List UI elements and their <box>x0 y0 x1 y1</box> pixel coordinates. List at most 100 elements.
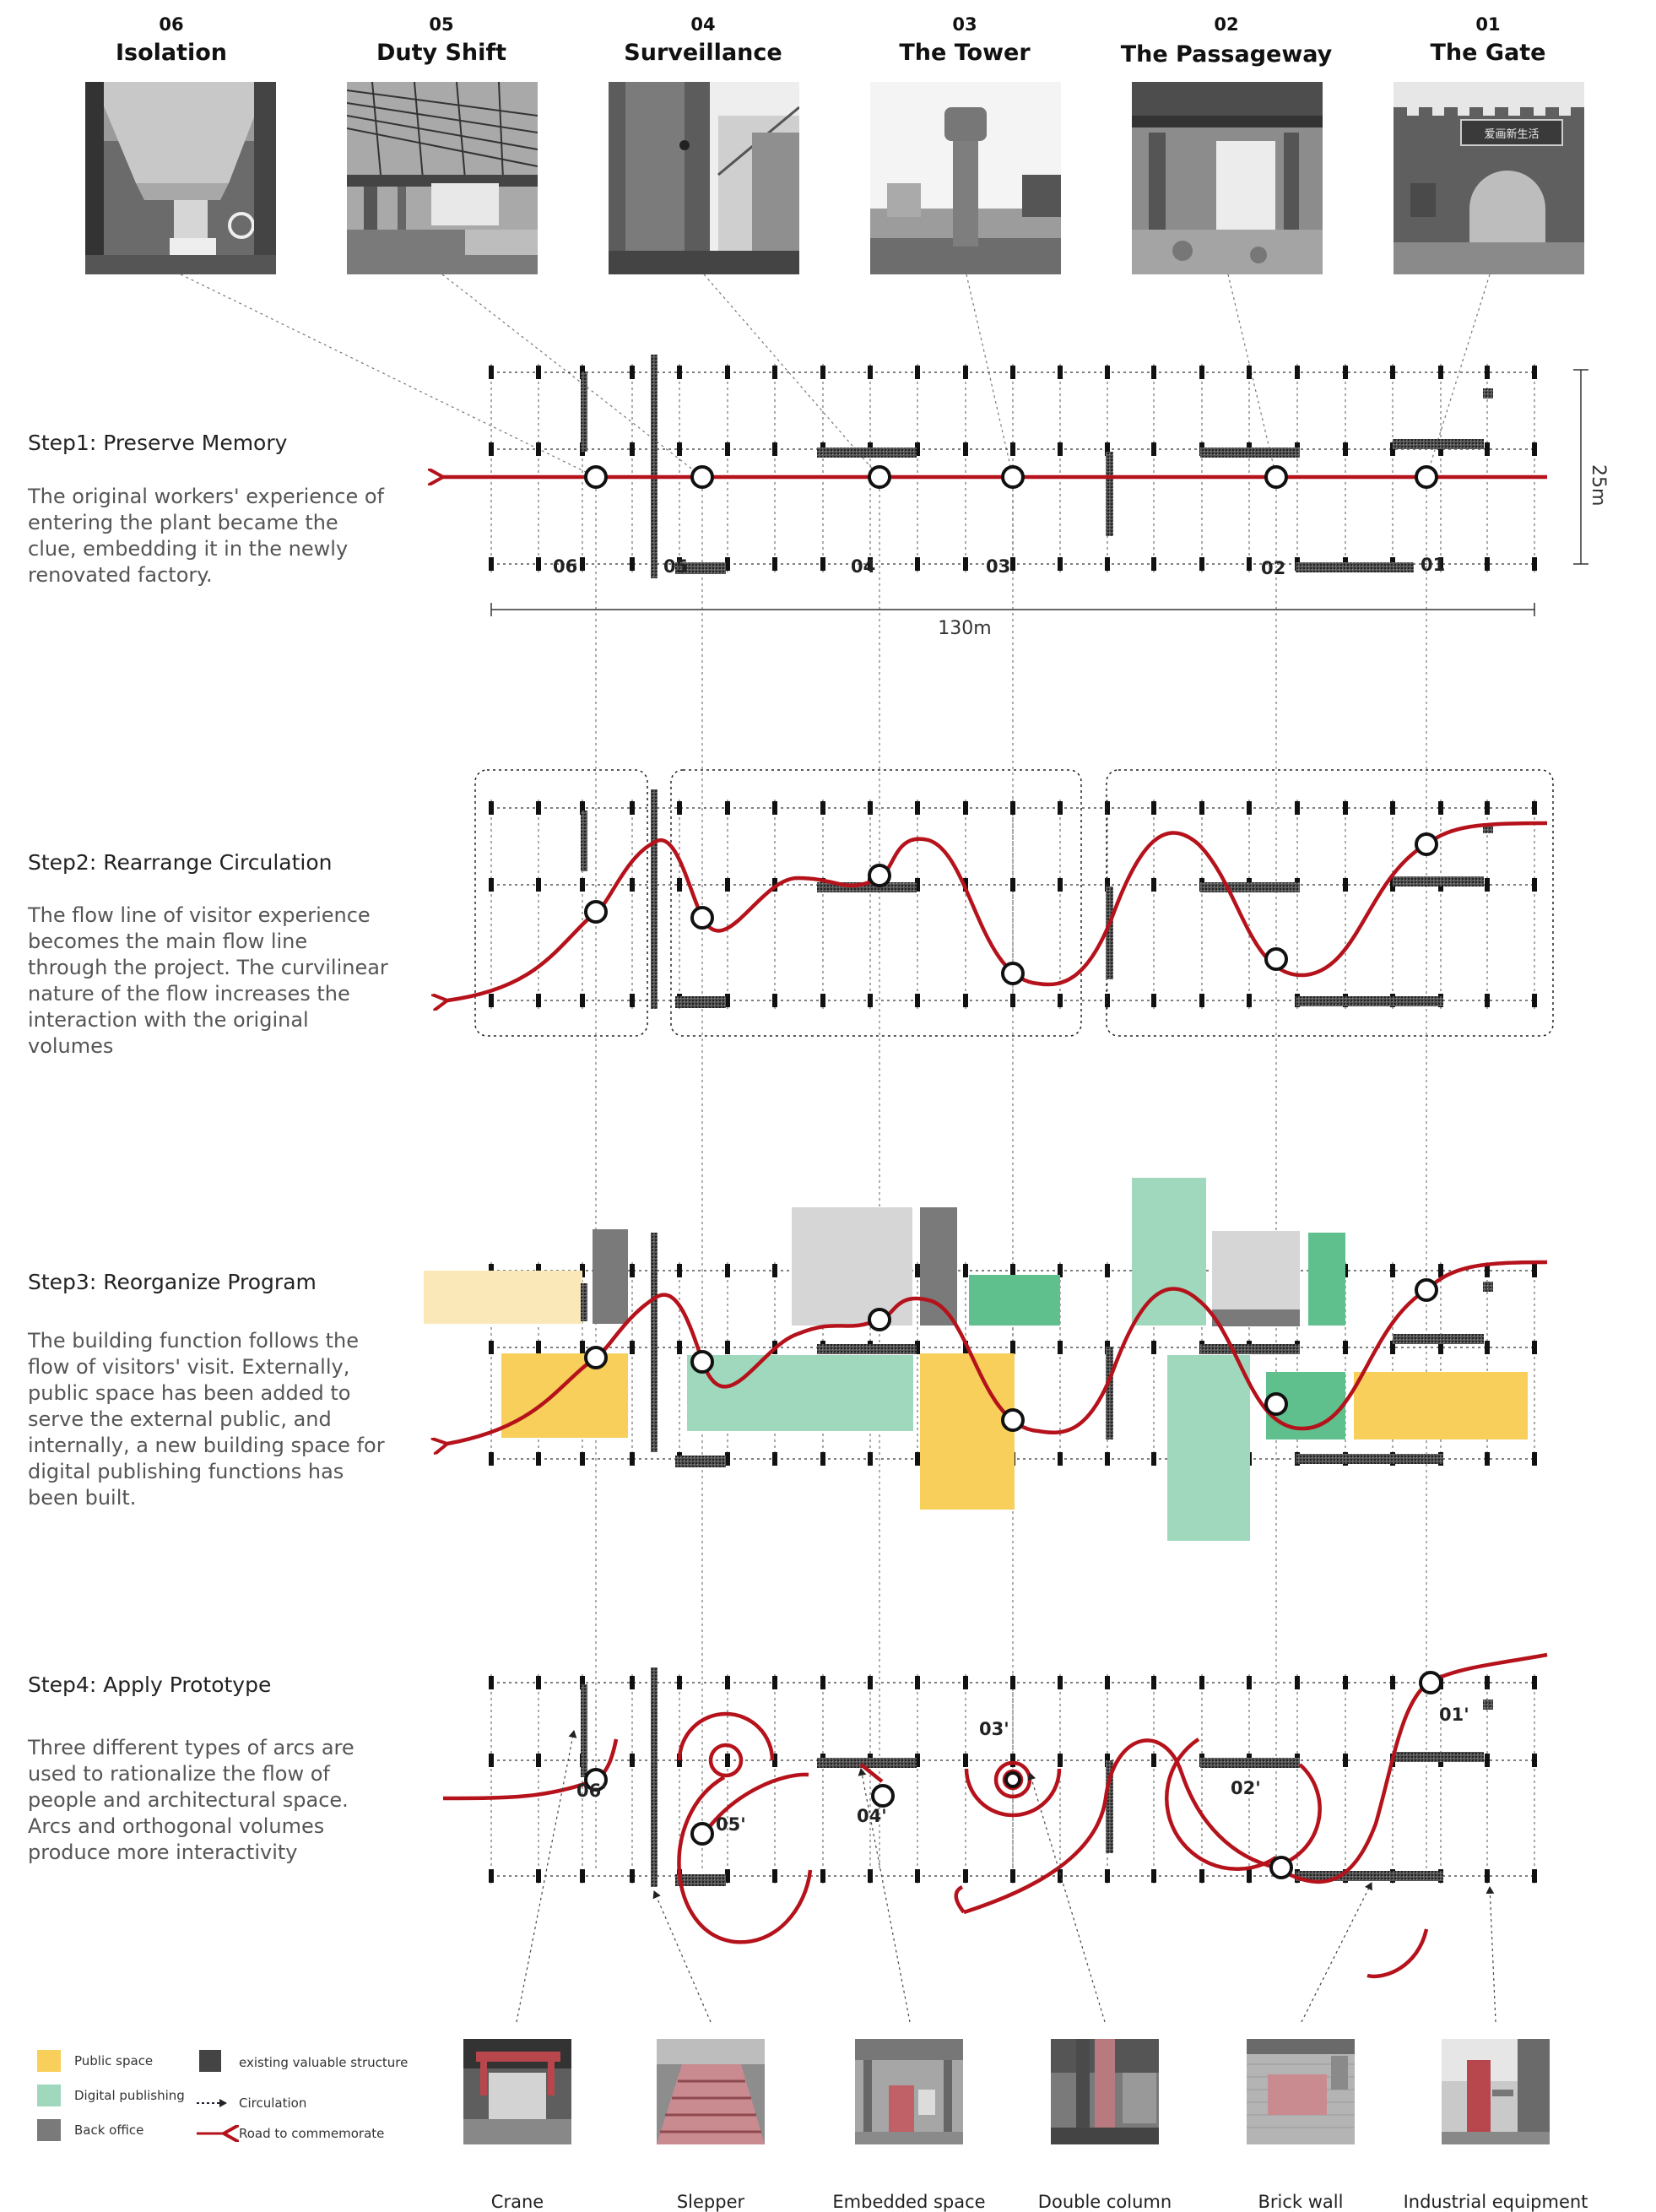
photo-the-gate: 爱画新生活 <box>1394 82 1584 274</box>
photo-industrial-equipment <box>1442 2039 1550 2144</box>
bottom-label-brick-wall: Brick wall <box>1258 2192 1344 2212</box>
column-mark <box>915 1869 920 1883</box>
column-mark <box>725 442 730 456</box>
column-mark <box>1295 1676 1300 1689</box>
column-mark <box>1010 994 1015 1007</box>
column-mark <box>677 801 682 815</box>
column-mark <box>1105 1264 1110 1277</box>
column-mark <box>677 442 682 456</box>
column-mark <box>1295 366 1300 379</box>
column-mark <box>772 366 777 379</box>
step2-desc: The flow line of visitor experience beco… <box>28 903 388 1058</box>
step4-diagram: 06' 05' 04' 03' 02' 01' <box>442 1652 1548 2023</box>
photo-slepper <box>657 2039 765 2144</box>
column-mark <box>1438 1341 1443 1354</box>
column-mark <box>1532 994 1537 1007</box>
step1-label-02: 02 <box>1261 558 1285 578</box>
column-mark <box>963 557 968 571</box>
column-mark <box>1247 1676 1252 1689</box>
header-title: Surveillance <box>624 40 782 66</box>
step4-label-05: 05' <box>716 1814 746 1835</box>
column-mark <box>868 801 873 815</box>
column-mark <box>677 366 682 379</box>
column-mark <box>489 557 494 571</box>
column-mark <box>1390 366 1395 379</box>
column-mark <box>489 366 494 379</box>
header-title: Isolation <box>115 40 228 66</box>
column-mark <box>915 801 920 815</box>
column-mark <box>1058 801 1063 815</box>
column-mark <box>630 1264 635 1277</box>
column-mark <box>536 1452 541 1466</box>
column-mark <box>677 1341 682 1354</box>
column-mark <box>1485 994 1490 1007</box>
step4-label-01: 01' <box>1439 1705 1469 1725</box>
column-mark <box>868 1676 873 1689</box>
column-mark <box>1390 801 1395 815</box>
column-mark <box>772 1869 777 1883</box>
column-mark <box>915 366 920 379</box>
column-mark <box>915 1676 920 1689</box>
header-number: 06 <box>159 14 184 35</box>
column-mark <box>915 1452 920 1466</box>
column-mark <box>536 1754 541 1767</box>
column-mark <box>1532 1452 1537 1466</box>
column-mark <box>1485 801 1490 815</box>
column-mark <box>1151 442 1156 456</box>
column-mark <box>1105 557 1110 571</box>
legend-swatch-public <box>37 2050 61 2072</box>
column-mark <box>1438 1264 1443 1277</box>
column-mark <box>1343 442 1348 456</box>
column-mark <box>1438 557 1443 571</box>
column-mark <box>772 994 777 1007</box>
column-mark <box>915 878 920 892</box>
step4-title: Step4: Apply Prototype <box>28 1673 272 1697</box>
column-mark <box>1247 994 1252 1007</box>
column-mark <box>489 801 494 815</box>
column-mark <box>536 1676 541 1689</box>
column-mark <box>1485 442 1490 456</box>
bottom-label-double-column: Double column <box>1037 2192 1172 2212</box>
column-mark <box>630 1341 635 1354</box>
photo-duty-shift <box>347 82 538 274</box>
legend-swatch-existing <box>199 2050 221 2072</box>
column-mark <box>1058 994 1063 1007</box>
column-mark <box>820 1452 825 1466</box>
column-mark <box>1343 878 1348 892</box>
step1-label-03: 03 <box>986 556 1010 577</box>
step2-title: Step2: Rearrange Circulation <box>28 850 333 875</box>
column-mark <box>963 1869 968 1883</box>
step1-label-05: 05 <box>663 556 688 577</box>
step3-diagram <box>424 1178 1548 1541</box>
column-mark <box>820 366 825 379</box>
column-mark <box>1151 878 1156 892</box>
step4-label-02: 02' <box>1231 1778 1261 1798</box>
column-mark <box>1010 366 1015 379</box>
column-mark <box>630 878 635 892</box>
column-mark <box>677 1264 682 1277</box>
column-mark <box>725 1676 730 1689</box>
column-mark <box>630 366 635 379</box>
step1-diagram: 06 05 04 03 02 01 130m 25m <box>443 355 1609 639</box>
column-mark <box>1485 1452 1490 1466</box>
column-mark <box>1058 878 1063 892</box>
column-mark <box>725 994 730 1007</box>
step3-road-curve <box>447 1260 1548 1444</box>
column-mark <box>1532 878 1537 892</box>
column-mark <box>580 801 585 815</box>
column-mark <box>580 994 585 1007</box>
bottom-label-embedded-space: Embedded space <box>832 2192 986 2212</box>
column-mark <box>963 366 968 379</box>
header-number: 05 <box>429 14 454 35</box>
legend-existing-label: existing valuable structure <box>239 2055 409 2070</box>
column-mark <box>536 994 541 1007</box>
column-mark <box>1105 366 1110 379</box>
column-mark <box>630 557 635 571</box>
photo-the-tower <box>870 82 1061 274</box>
column-mark <box>772 557 777 571</box>
column-mark <box>1390 1341 1395 1354</box>
column-mark <box>536 442 541 456</box>
column-mark <box>1010 801 1015 815</box>
column-mark <box>1390 1264 1395 1277</box>
